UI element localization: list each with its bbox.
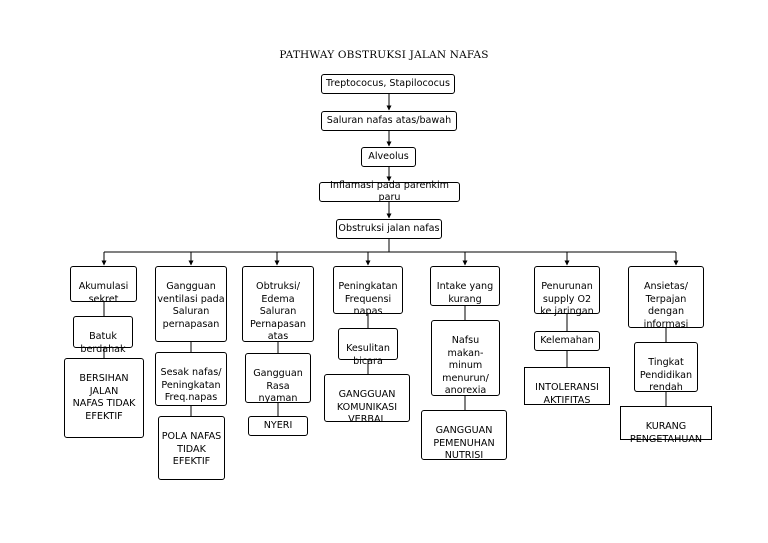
box-label: Sesak nafas/ Peningkatan Freq.napas <box>160 367 222 404</box>
box-akumulasi-sekret: Akumulasi sekret <box>70 266 137 305</box>
box-label: Tingkat Pendidikan rendah <box>639 357 693 394</box>
box-label: Inflamasi pada parenkim paru <box>329 179 449 203</box>
box-pola-nafas: POLA NAFAS TIDAK EFEKTIF <box>158 416 225 480</box>
box-label: GANGGUAN KOMUNIKASI VERBAL <box>336 389 398 426</box>
box-intake-kurang: Intake yang kurang <box>430 266 500 306</box>
box-label: Gangguan ventilasi pada Saluran pernapas… <box>157 281 225 330</box>
box-label: Kelemahan <box>540 334 594 346</box>
box-label: NYERI <box>263 419 293 431</box>
box-label: Intake yang kurang <box>436 281 494 305</box>
box-kurang-pengetahuan: KURANG PENGETAHUAN <box>620 406 712 445</box>
box-nyeri: NYERI <box>248 416 308 436</box>
box-treptococus: Treptococus, Stapilococus <box>321 74 455 94</box>
box-peningkatan-frequensi: Peningkatan Frequensi napas <box>333 266 403 317</box>
box-label: Obstruksi jalan nafas <box>338 222 440 234</box>
box-gangguan-komunikasi: GANGGUAN KOMUNIKASI VERBAL <box>324 374 410 425</box>
box-kelemahan: Kelemahan <box>534 331 600 351</box>
box-label: Gangguan Rasa nyaman <box>253 368 303 405</box>
box-kesulitan-bicara: Kesulitan bicara <box>338 328 398 367</box>
box-tingkat-pendidikan: Tingkat Pendidikan rendah <box>634 342 698 394</box>
box-label: Akumulasi sekret <box>78 281 129 305</box>
box-ansietas: Ansietas/ Terpajan dengan informasi <box>628 266 704 330</box>
box-label: INTOLERANSI AKTIFITAS <box>535 382 599 406</box>
box-label: KURANG PENGETAHUAN <box>629 421 703 445</box>
box-inflamasi: Inflamasi pada parenkim paru <box>319 179 460 203</box>
box-label: GANGGUAN PEMENUHAN NUTRISI <box>433 425 495 462</box>
box-label: POLA NAFAS TIDAK EFEKTIF <box>161 431 222 468</box>
box-alveolus: Alveolus <box>361 147 416 167</box>
box-obtruksi-edema: Obtruksi/ Edema Saluran Pernapasan atas <box>242 266 314 342</box>
box-label: Nafsu makan-minum menurun/ anorexia <box>442 335 489 397</box>
box-saluran-nafas: Saluran nafas atas/bawah <box>321 111 457 131</box>
box-gangguan-ventilasi: Gangguan ventilasi pada Saluran pernapas… <box>155 266 227 342</box>
diagram-title: PATHWAY OBSTRUKSI JALAN NAFAS <box>279 49 489 61</box>
box-batuk-berdahak: Batuk berdahak <box>73 316 133 355</box>
box-label: Alveolus <box>368 150 409 162</box>
box-label: BERSIHAN JALAN NAFAS TIDAK EFEKTIF <box>72 373 136 422</box>
box-penurunan-supply: Penurunan supply O2 ke jaringan <box>534 266 600 317</box>
box-bersihan-jalan-nafas: BERSIHAN JALAN NAFAS TIDAK EFEKTIF <box>64 358 144 438</box>
box-label: Penurunan supply O2 ke jaringan <box>540 281 594 318</box>
box-intoleransi-aktifitas: INTOLERANSI AKTIFITAS <box>524 367 610 406</box>
box-label: Treptococus, Stapilococus <box>326 77 450 89</box>
box-obstruksi: Obstruksi jalan nafas <box>336 219 442 239</box>
box-gangguan-nutrisi: GANGGUAN PEMENUHAN NUTRISI <box>421 410 507 462</box>
box-label: Peningkatan Frequensi napas <box>338 281 398 318</box>
box-label: Obtruksi/ Edema Saluran Pernapasan atas <box>249 281 306 343</box>
box-label: Ansietas/ Terpajan dengan informasi <box>643 281 689 330</box>
box-label: Batuk berdahak <box>80 331 126 355</box>
box-label: Saluran nafas atas/bawah <box>326 114 452 126</box>
box-label: Kesulitan bicara <box>346 343 390 367</box>
box-gangguan-rasa-nyaman: Gangguan Rasa nyaman <box>245 353 311 405</box>
box-nafsu-makan: Nafsu makan-minum menurun/ anorexia <box>431 320 500 396</box>
box-sesak-nafas: Sesak nafas/ Peningkatan Freq.napas <box>155 352 227 406</box>
